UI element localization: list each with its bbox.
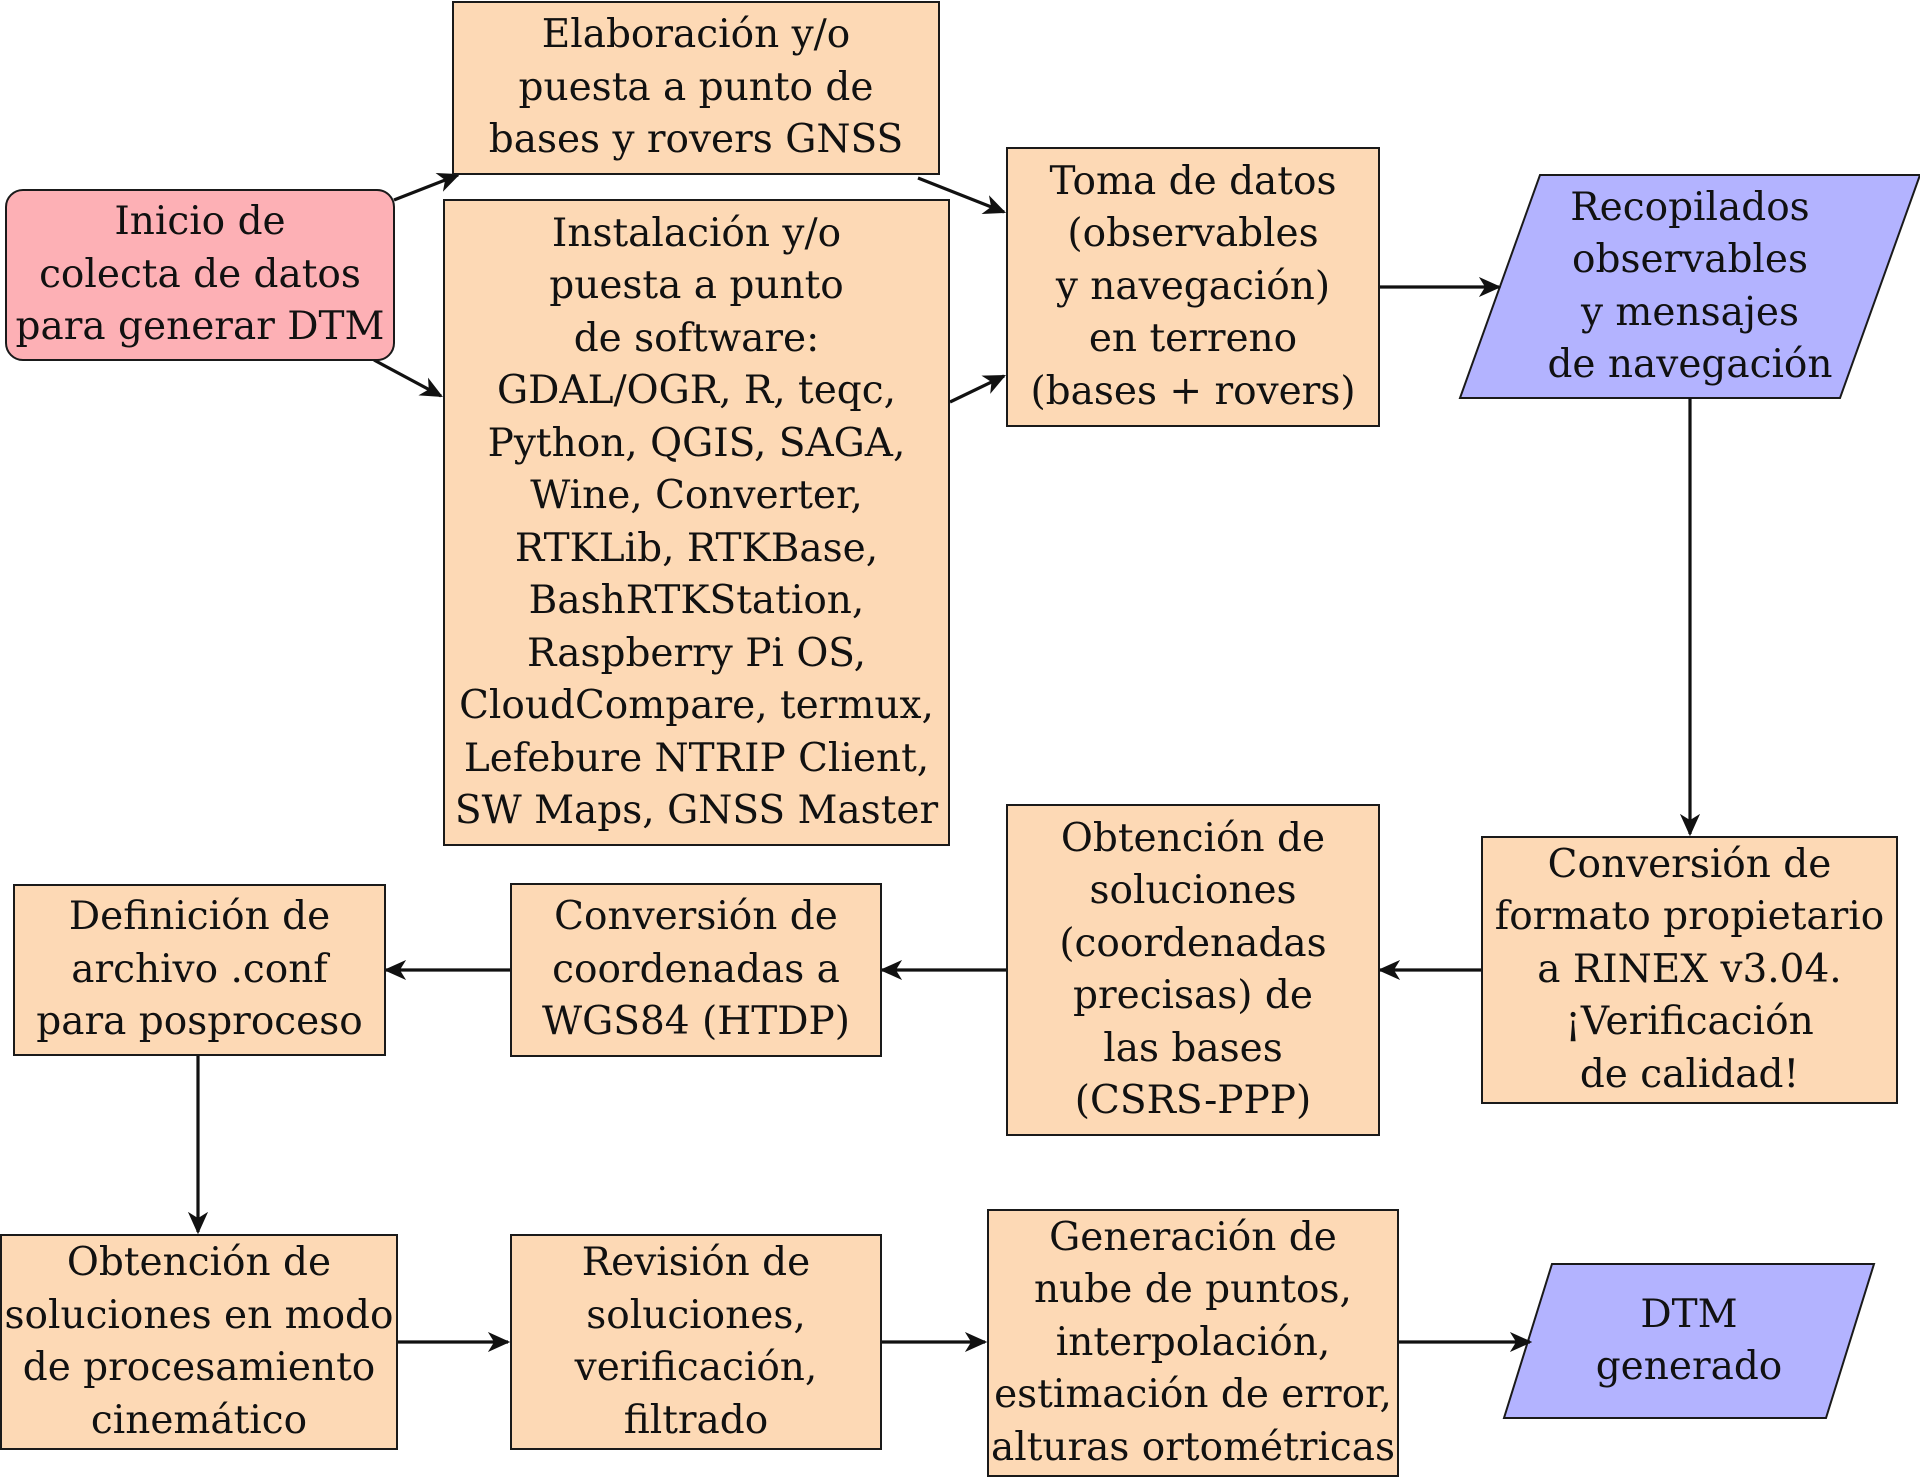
field-line: en terreno xyxy=(1088,316,1298,362)
software-line: puesta a punto xyxy=(549,263,844,308)
review-line: soluciones, xyxy=(586,1292,806,1338)
field-line: y navegación) xyxy=(1055,263,1331,309)
ppp-line: las bases xyxy=(1103,1025,1283,1071)
collected-line: y mensajes xyxy=(1580,289,1800,335)
arrow-start-to-hardware xyxy=(393,172,461,202)
ppp-line: precisas) de xyxy=(1073,973,1313,1018)
generation-line: estimación de error, xyxy=(994,1372,1392,1418)
software-line: CloudCompare, termux, xyxy=(459,683,934,728)
kinematic-solutions-node: Obtención de soluciones en modo de proce… xyxy=(0,1234,398,1450)
conf-line: para posproceso xyxy=(36,999,363,1045)
collected-data-node: Recopilados observables y mensajes de na… xyxy=(1500,175,1880,398)
arrow-software-to-field xyxy=(949,374,1007,404)
hardware-line: puesta a punto de xyxy=(518,64,874,110)
field-data-node: Toma de datos (observables y navegación)… xyxy=(1006,147,1380,427)
software-line: de software: xyxy=(573,315,820,361)
dtm-data-shape xyxy=(1502,1263,1876,1419)
htdp-line: WGS84 (HTDP) xyxy=(542,999,850,1045)
field-line: (bases + rovers) xyxy=(1030,368,1356,414)
htdp-conversion-node: Conversión de coordenadas a WGS84 (HTDP) xyxy=(510,883,882,1057)
review-line: filtrado xyxy=(623,1397,769,1443)
hardware-node: Elaboración y/o puesta a punto de bases … xyxy=(452,1,940,175)
software-line: BashRTKStation, xyxy=(528,578,865,623)
collected-line: observables xyxy=(1572,237,1808,282)
kinematic-line: de procesamiento xyxy=(22,1345,376,1390)
kinematic-line: soluciones en modo xyxy=(4,1292,394,1338)
rinex-line: Conversión de xyxy=(1547,841,1832,887)
rinex-line: a RINEX v3.04. xyxy=(1537,946,1842,992)
collected-line: Recopilados xyxy=(1570,184,1810,230)
ppp-line: Obtención de xyxy=(1060,815,1326,861)
start-line: Inicio de xyxy=(114,199,286,245)
rinex-line: de calidad! xyxy=(1579,1051,1800,1097)
start-node: Inicio de colecta de datos para generar … xyxy=(5,189,395,361)
htdp-line: coordenadas a xyxy=(552,946,840,992)
generation-line: Generación de xyxy=(1049,1214,1337,1260)
software-line: GDAL/OGR, R, teqc, xyxy=(496,368,897,413)
software-line: Instalación y/o xyxy=(551,210,842,256)
generation-line: alturas ortométricas xyxy=(990,1424,1396,1470)
kinematic-line: cinemático xyxy=(90,1397,308,1443)
conf-definition-node: Definición de archivo .conf para posproc… xyxy=(13,884,386,1056)
generation-node: Generación de nube de puntos, interpolac… xyxy=(987,1209,1399,1477)
software-node: Instalación y/o puesta a punto de softwa… xyxy=(443,199,950,846)
ppp-solutions-node: Obtención de soluciones (coordenadas pre… xyxy=(1006,804,1380,1136)
hardware-line: Elaboración y/o xyxy=(541,12,851,58)
ppp-line: (coordenadas xyxy=(1059,920,1327,966)
htdp-line: Conversión de xyxy=(554,894,838,940)
ppp-line: (CSRS-PPP) xyxy=(1074,1078,1312,1123)
software-line: Wine, Converter, xyxy=(530,473,863,518)
conf-line: archivo .conf xyxy=(71,946,328,992)
software-line: SW Maps, GNSS Master xyxy=(454,788,939,833)
review-line: verificación, xyxy=(574,1345,818,1390)
rinex-line: ¡Verificación xyxy=(1565,999,1814,1045)
generation-line: interpolación, xyxy=(1055,1319,1331,1365)
field-line: Toma de datos xyxy=(1049,158,1337,204)
software-line: RTKLib, RTKBase, xyxy=(514,525,879,571)
dtm-line: DTM xyxy=(1640,1291,1738,1337)
collected-line: de navegación xyxy=(1547,342,1833,387)
arrow-hardware-to-field xyxy=(917,176,1007,214)
collected-data-shape xyxy=(1458,174,1920,399)
review-node: Revisión de soluciones, verificación, fi… xyxy=(510,1234,882,1450)
arrow-start-to-software xyxy=(373,358,443,398)
ppp-line: soluciones xyxy=(1089,868,1297,913)
rinex-line: formato propietario xyxy=(1494,894,1885,940)
review-line: Revisión de xyxy=(581,1240,811,1285)
start-line: para generar DTM xyxy=(15,304,385,350)
field-line: (observables xyxy=(1067,211,1319,257)
start-line: colecta de datos xyxy=(39,251,361,297)
hardware-line: bases y rovers GNSS xyxy=(488,117,904,163)
generation-line: nube de puntos, xyxy=(1034,1267,1352,1313)
software-line: Raspberry Pi OS, xyxy=(526,630,867,676)
conf-line: Definición de xyxy=(68,894,331,940)
kinematic-line: Obtención de xyxy=(66,1240,332,1285)
software-line: Lefebure NTRIP Client, xyxy=(463,735,930,781)
software-line: Python, QGIS, SAGA, xyxy=(487,420,906,466)
dtm-output-node: DTM generado xyxy=(1528,1264,1850,1418)
rinex-conversion-node: Conversión de formato propietario a RINE… xyxy=(1481,836,1898,1104)
dtm-line: generado xyxy=(1595,1344,1783,1389)
